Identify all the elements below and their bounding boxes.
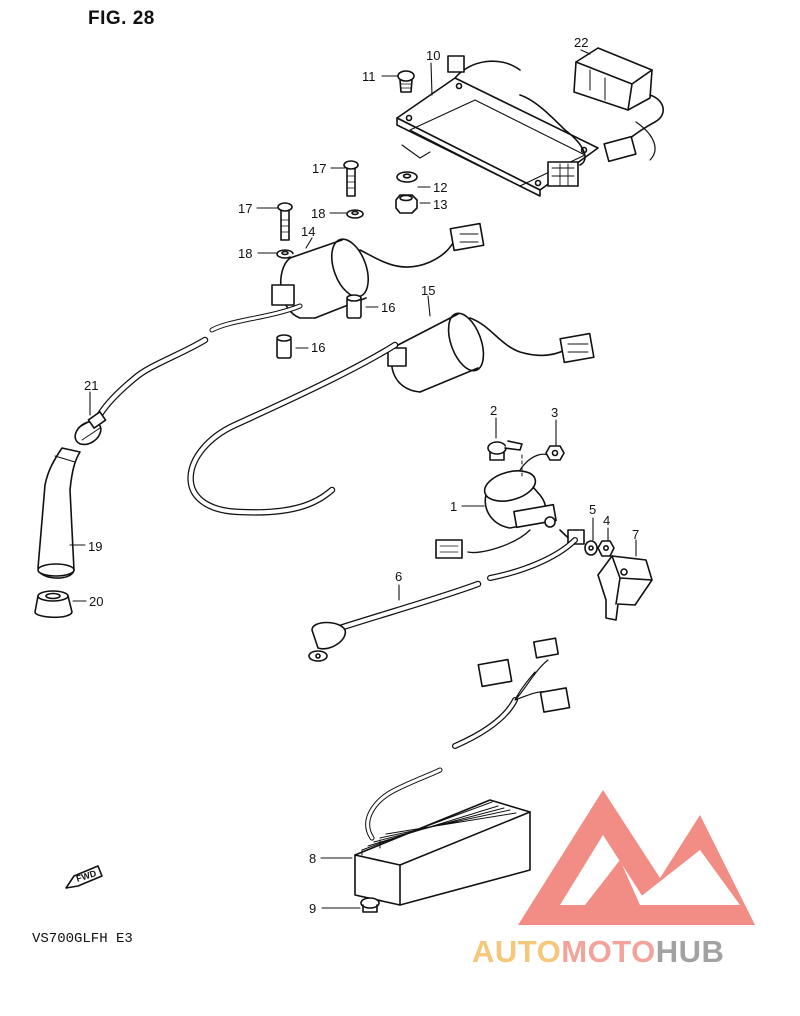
label-part-16-left: 16 — [311, 340, 326, 355]
label-part-3: 3 — [551, 405, 559, 420]
label-part-11: 11 — [362, 69, 376, 84]
nut-3 — [545, 445, 565, 461]
label-part-8: 8 — [309, 851, 317, 866]
label-part-18-upper: 18 — [311, 206, 326, 221]
label-part-18-lower: 18 — [238, 246, 253, 261]
figure-title: FIG. 28 — [88, 8, 155, 29]
plug-cap-connector-21 — [74, 411, 107, 446]
plug-boot-cap-20 — [34, 590, 73, 619]
label-part-9: 9 — [309, 901, 317, 916]
nut-13 — [395, 194, 418, 214]
label-part-20: 20 — [89, 594, 104, 609]
terminal-cover-7 — [597, 555, 653, 621]
label-part-12: 12 — [433, 180, 448, 195]
washer-18-upper — [346, 209, 364, 219]
label-part-6: 6 — [395, 569, 403, 584]
nut-4 — [597, 540, 615, 557]
washer-12 — [396, 171, 418, 183]
bolt-2 — [487, 440, 523, 461]
watermark-logo-icon — [518, 790, 755, 925]
screw-9 — [360, 897, 380, 913]
bolt-17-lower — [277, 202, 293, 241]
model-code: VS700GLFH E3 — [32, 931, 133, 947]
label-part-1: 1 — [450, 499, 458, 514]
label-part-4: 4 — [603, 513, 611, 528]
plug-cap-16-right — [346, 294, 362, 319]
washer-5 — [584, 540, 598, 556]
battery-cable-6 — [308, 580, 482, 662]
starter-relay-1 — [483, 453, 557, 529]
high-tension-lead-15 — [187, 341, 399, 516]
regulator-rectifier-8 — [354, 637, 571, 906]
brand-part-auto: AUTO — [472, 934, 562, 969]
label-part-17-upper: 17 — [312, 161, 327, 176]
high-tension-lead-14 — [94, 336, 209, 422]
leader-lines — [69, 49, 637, 909]
label-part-7: 7 — [632, 527, 640, 542]
fwd-arrow-icon — [65, 865, 103, 889]
watermark-brand: AUTOMOTOHUB — [472, 934, 724, 970]
brand-part-hub: HUB — [655, 934, 725, 969]
label-part-21: 21 — [84, 378, 99, 393]
label-part-2: 2 — [490, 403, 498, 418]
label-part-5: 5 — [589, 502, 597, 517]
brand-part-moto: MOTO — [561, 934, 656, 969]
label-part-14: 14 — [301, 224, 316, 239]
relay-22 — [573, 47, 664, 163]
plug-boot-19 — [37, 447, 81, 579]
label-part-17-lower: 17 — [238, 201, 253, 216]
label-part-22: 22 — [574, 35, 589, 50]
screw-11 — [397, 70, 415, 93]
relay-wiring — [435, 529, 585, 581]
washer-18-lower — [276, 249, 294, 259]
label-part-10: 10 — [426, 48, 441, 63]
label-part-19: 19 — [88, 539, 103, 554]
label-part-15: 15 — [421, 283, 436, 298]
cdi-unit-10 — [396, 55, 599, 197]
bolt-17-upper — [343, 160, 359, 197]
ignition-coil-15 — [387, 312, 595, 393]
label-part-13: 13 — [433, 197, 448, 212]
plug-cap-16-left — [276, 334, 292, 359]
label-part-16-right: 16 — [381, 300, 396, 315]
